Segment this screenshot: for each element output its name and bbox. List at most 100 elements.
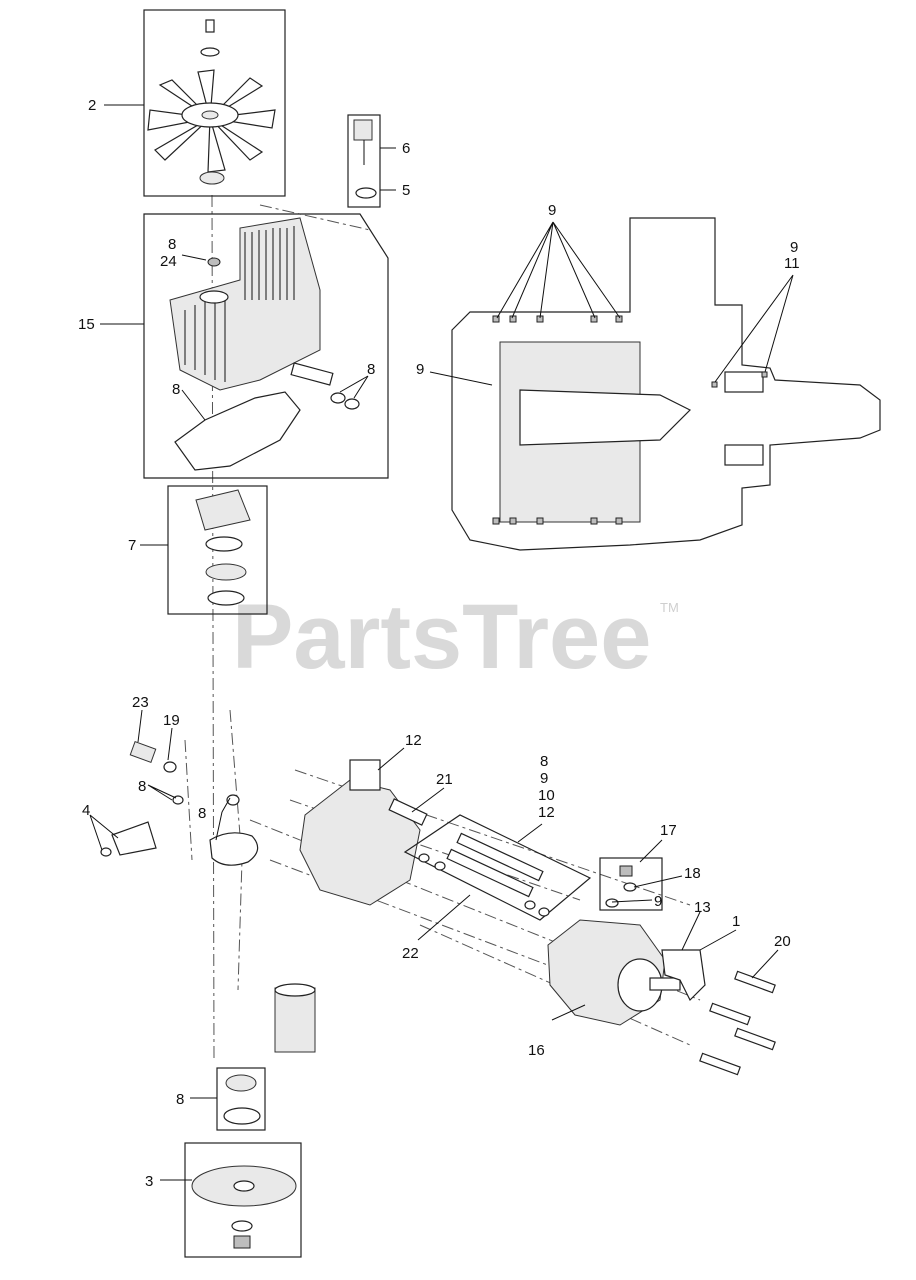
- housing-body: [169, 217, 321, 391]
- axis-line-left: [229, 709, 243, 991]
- watermark-trademark: TM: [660, 600, 679, 615]
- callout-10-stack: 10: [538, 787, 555, 804]
- callout-12-top: 12: [405, 732, 422, 749]
- pin-kit: [418, 832, 550, 917]
- callout-20: 20: [774, 933, 791, 950]
- watermark: PartsTree TM: [232, 586, 679, 688]
- drive-shaft: [274, 987, 316, 1053]
- callout-11: 11: [784, 255, 800, 272]
- drive-shaft-top: [274, 983, 316, 997]
- bearing-block: [195, 489, 251, 531]
- fan-nut: [199, 171, 225, 185]
- bearing-kit-bearing: [225, 1074, 257, 1092]
- bearing-race-bottom: [207, 590, 245, 606]
- control-shaft: [290, 362, 334, 386]
- transaxle-cross-section: [451, 217, 881, 551]
- bolt-20-c: [734, 1027, 776, 1051]
- callout-13: 13: [694, 899, 711, 916]
- watermark-text: PartsTree: [232, 586, 651, 688]
- axis-line-left-2: [184, 739, 193, 861]
- pulley-washer: [231, 1220, 253, 1232]
- oring-19: [163, 761, 177, 773]
- callout-19: 19: [163, 712, 180, 729]
- housing-port: [199, 290, 229, 304]
- pin-a: [456, 832, 544, 882]
- fan-illustration: [147, 19, 276, 185]
- pulley-hub: [233, 1180, 255, 1192]
- callout-4: 4: [82, 802, 90, 819]
- fan-hub-center: [201, 110, 219, 120]
- transaxle-shaft: [519, 389, 692, 446]
- callout-2: 2: [88, 97, 96, 114]
- callout-labels: 2 6 5 8 24 15 8 8 7 9 9 11 9 23 19 8 8 4…: [78, 97, 800, 1190]
- callout-5: 5: [402, 182, 410, 199]
- pump-housing-12: [299, 779, 421, 906]
- cap-group: [347, 114, 381, 208]
- callout-1: 1: [732, 913, 740, 930]
- pulley-group: [184, 983, 316, 1258]
- callout-9-top: 9: [548, 202, 556, 219]
- callout-8-c: 8: [198, 805, 206, 822]
- callout-7: 7: [128, 537, 136, 554]
- bearing-race-top: [205, 536, 243, 552]
- callout-24: 24: [160, 253, 177, 270]
- callout-8-bottom: 8: [176, 1091, 184, 1108]
- callout-22: 22: [402, 945, 419, 962]
- axis-line-top: [259, 204, 371, 231]
- cap-part: [353, 119, 373, 141]
- pump-shaft: [649, 977, 681, 991]
- callout-9-stack: 9: [540, 770, 548, 787]
- callout-17: 17: [660, 822, 677, 839]
- lower-left-parts: [100, 741, 259, 866]
- shaft-seal-b: [344, 398, 360, 410]
- transaxle-bearing-bottom: [724, 444, 764, 466]
- fan-box: [143, 9, 286, 197]
- pin-b: [446, 848, 534, 898]
- arm-nut-4: [100, 847, 112, 857]
- callout-21: 21: [436, 771, 453, 788]
- callout-9-left: 9: [416, 361, 424, 378]
- fan-blades: [147, 69, 276, 173]
- pulley-box: [184, 1142, 302, 1258]
- valve-kit-box: [599, 857, 663, 911]
- callout-18: 18: [684, 865, 701, 882]
- cap-box: [347, 114, 381, 208]
- callout-15: 15: [78, 316, 95, 333]
- callout-12-stack: 12: [538, 804, 555, 821]
- callout-9-right: 9: [790, 239, 798, 256]
- loop-gasket-8: [209, 832, 259, 866]
- callout-9-valve: 9: [654, 893, 662, 910]
- arm-4: [111, 821, 157, 856]
- bolt-20-b: [709, 1002, 751, 1026]
- valve-17: [619, 865, 633, 877]
- bearing-group: [167, 485, 268, 615]
- bearing-kit-clip: [223, 1107, 261, 1125]
- callout-16: 16: [528, 1042, 545, 1059]
- transaxle-bearing-top: [724, 371, 764, 393]
- housing-box: [143, 213, 389, 479]
- pump-group: [299, 759, 776, 1076]
- housing-plug: [207, 257, 221, 267]
- cap-oring: [355, 187, 377, 199]
- callout-23: 23: [132, 694, 149, 711]
- bearing-kit-box: [216, 1067, 266, 1131]
- ring-8: [226, 794, 240, 806]
- pump-flange: [349, 759, 381, 791]
- fan-assembly-group: [143, 9, 286, 197]
- callout-3: 3: [145, 1173, 153, 1190]
- leader-lines: [89, 104, 794, 1181]
- thrust-bearing: [205, 563, 247, 581]
- callout-8-b: 8: [138, 778, 146, 795]
- fan-washer: [200, 47, 220, 57]
- housing-group: [143, 213, 389, 479]
- bolt-20-a: [734, 970, 776, 994]
- fan-bolt: [205, 19, 215, 33]
- bracket-13: [661, 949, 706, 1002]
- pulley-nut: [233, 1235, 251, 1249]
- bolt-21: [388, 798, 428, 826]
- pin-kit-box: [403, 814, 592, 921]
- valve-oring-9: [605, 898, 619, 908]
- callout-8-seals: 8: [367, 361, 375, 378]
- callout-8-top: 8: [168, 236, 176, 253]
- bearing-box: [167, 485, 268, 615]
